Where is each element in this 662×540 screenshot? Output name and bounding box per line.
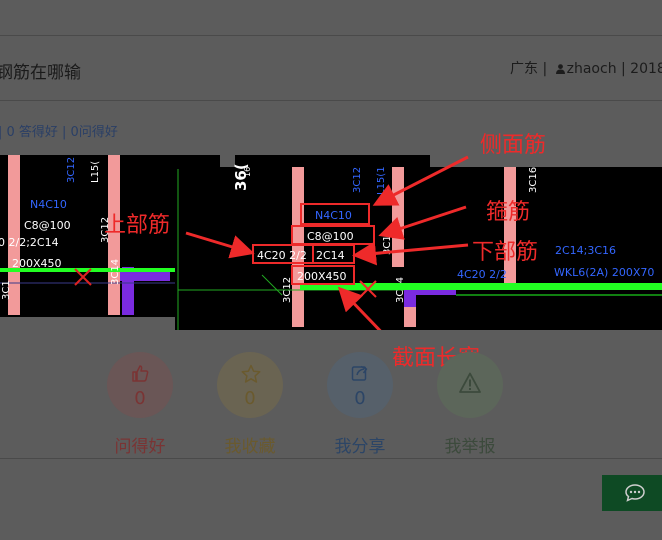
left-label-n4c10: N4C10 bbox=[30, 198, 67, 211]
share-button[interactable]: 0 我分享 bbox=[320, 352, 400, 457]
box-side-bar bbox=[300, 203, 370, 225]
meta-user[interactable]: zhaoch bbox=[566, 61, 617, 77]
report-label: 我举报 bbox=[444, 437, 496, 457]
mid-col-c: 3C1 bbox=[382, 235, 393, 255]
chat-button[interactable] bbox=[602, 475, 662, 511]
favorite-count: 0 bbox=[244, 388, 256, 409]
right-label-bars: 2C14;3C16 bbox=[555, 244, 616, 257]
divider-bottom bbox=[0, 458, 662, 459]
right-label-beam: 4C20 2/2 bbox=[457, 268, 507, 281]
box-label-top: 4C20 2/2 bbox=[257, 249, 307, 262]
beam-left bbox=[0, 268, 175, 272]
meta-date: | 2018- bbox=[621, 61, 662, 77]
divider-title bbox=[0, 100, 662, 101]
left-label-section: 200X450 bbox=[12, 257, 62, 270]
annotation-top-bar: 上部筋 bbox=[104, 213, 170, 238]
cad-left-panel bbox=[0, 155, 175, 317]
report-circle bbox=[437, 352, 503, 418]
thumbs-up-icon bbox=[132, 365, 149, 382]
article-title[interactable]: 钢筋在哪输 bbox=[0, 63, 81, 83]
left-label-c8: C8@100 bbox=[24, 219, 71, 232]
like-button[interactable]: 0 问得好 bbox=[100, 352, 180, 457]
cad-right-panel bbox=[430, 167, 662, 330]
like-count: 0 bbox=[134, 388, 146, 409]
star-icon bbox=[241, 364, 261, 383]
warning-icon bbox=[459, 372, 481, 393]
left-col-b: L15( bbox=[90, 161, 101, 183]
column-left-2 bbox=[108, 155, 120, 315]
column-left-1 bbox=[8, 155, 20, 315]
left-col-a: 3C12 bbox=[66, 157, 77, 183]
share-circle: 0 bbox=[327, 352, 393, 418]
cad-drawing-image: N4C10 C8@100 0 2/2;2C14 200X450 3C12 L15… bbox=[0, 155, 662, 330]
divider-top bbox=[0, 35, 662, 36]
favorite-button[interactable]: 0 我收藏 bbox=[210, 352, 290, 457]
column-right bbox=[504, 167, 516, 283]
share-icon bbox=[351, 365, 368, 381]
beam-main bbox=[300, 283, 662, 290]
right-label-c16: 3C16 bbox=[528, 167, 539, 193]
box-label-side: N4C10 bbox=[315, 209, 352, 222]
left-label-top-bars: 0 2/2;2C14 bbox=[0, 236, 59, 249]
mid-big-label: 36( bbox=[232, 163, 250, 191]
right-label-wkl: WKL6(2A) 200X70 bbox=[554, 266, 654, 279]
left-col-d: 3C14 bbox=[110, 259, 121, 285]
like-label: 问得好 bbox=[114, 437, 166, 457]
article-meta: 广东 | zhaoch | 2018- bbox=[510, 58, 662, 78]
meta-region: 广东 | bbox=[510, 61, 552, 77]
box-section bbox=[291, 265, 355, 285]
left-col-c: 3C12 bbox=[100, 217, 111, 243]
favorite-label: 我收藏 bbox=[224, 437, 276, 457]
chat-bubble-icon bbox=[625, 484, 645, 502]
share-label: 我分享 bbox=[334, 437, 386, 457]
favorite-circle: 0 bbox=[217, 352, 283, 418]
box-label-bottom: 2C14 bbox=[316, 249, 345, 262]
action-bar: 0 问得好 0 我收藏 0 我分享 我举报 bbox=[0, 352, 662, 462]
mid-col-d: 3C12 bbox=[282, 277, 293, 303]
mid-col-a: 3C12 bbox=[352, 167, 363, 193]
column-mid bbox=[292, 167, 304, 327]
report-button[interactable]: 我举报 bbox=[430, 352, 510, 457]
answer-stats: | 0 答得好 | 0问得好 bbox=[0, 125, 118, 140]
user-icon bbox=[555, 64, 565, 74]
box-label-stirrup: C8@100 bbox=[307, 230, 354, 243]
mid-col-b: L15(1 bbox=[376, 166, 387, 195]
annotation-side-bar-label: 侧面筋 bbox=[480, 133, 547, 158]
box-label-section: 200X450 bbox=[297, 270, 347, 283]
annotation-bottom-bar: 下部筋 bbox=[472, 240, 538, 265]
left-col-e: 3C1 bbox=[1, 280, 12, 300]
share-count: 0 bbox=[354, 388, 366, 409]
annotation-stirrup: 箍筋 bbox=[486, 200, 530, 225]
mid-big-sub: 16 bbox=[243, 167, 252, 177]
like-circle: 0 bbox=[107, 352, 173, 418]
